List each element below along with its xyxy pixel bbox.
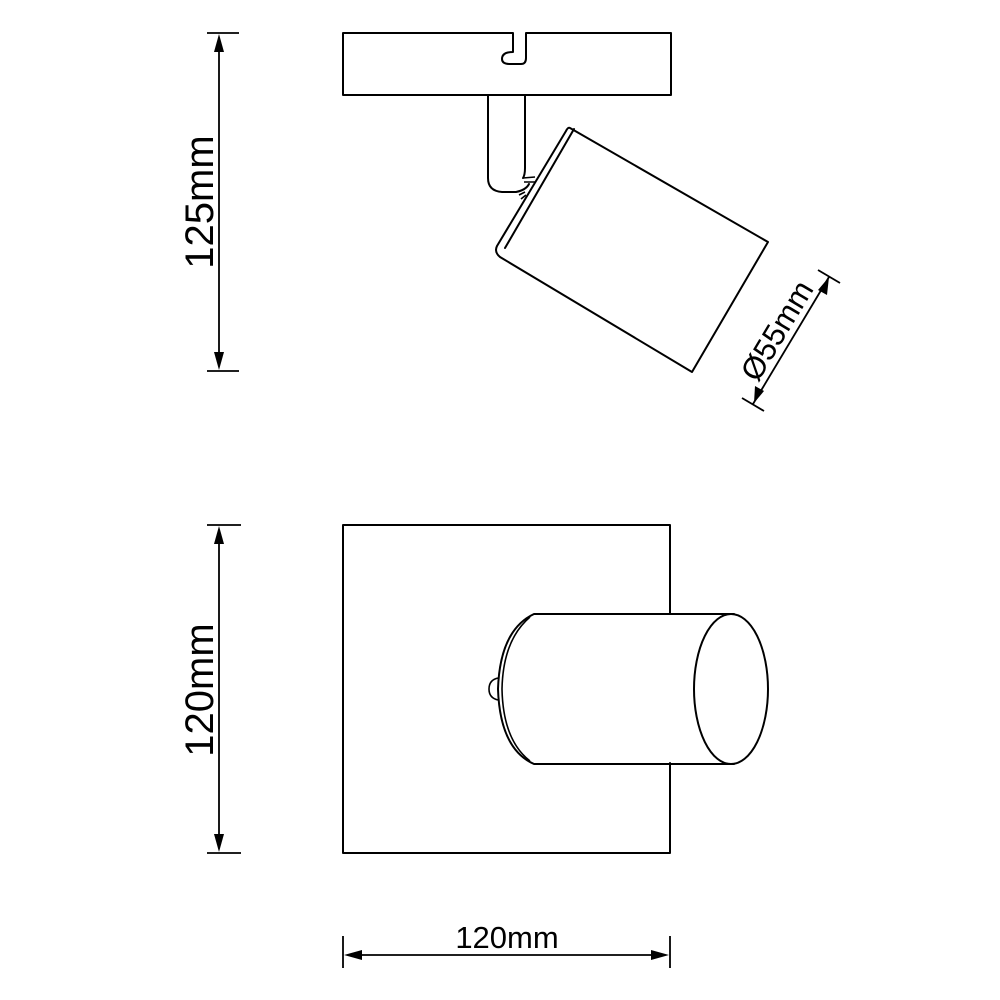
plate-width-dimension: 120mm [342, 920, 671, 968]
plate-height-dimension-label: 120mm [178, 623, 222, 756]
height-dimension-label: 125mm [178, 135, 222, 268]
cylinder-shade-front [488, 613, 769, 765]
side-view: 125mm Ø55mm [178, 32, 841, 412]
mounting-plate-side [342, 32, 672, 96]
plate-width-dimension-label: 120mm [455, 920, 558, 955]
joint-screw [518, 176, 536, 200]
stem [487, 94, 530, 193]
height-dimension: 125mm [178, 32, 239, 372]
front-view: 120mm 120mm [178, 524, 769, 968]
diameter-dimension: Ø55mm [734, 269, 841, 412]
adjust-knob [488, 677, 499, 701]
diameter-dimension-label: Ø55mm [734, 274, 821, 387]
mounting-plate-front [342, 524, 671, 854]
plate-height-dimension: 120mm [178, 524, 241, 854]
cylinder-shade-side [495, 126, 769, 373]
